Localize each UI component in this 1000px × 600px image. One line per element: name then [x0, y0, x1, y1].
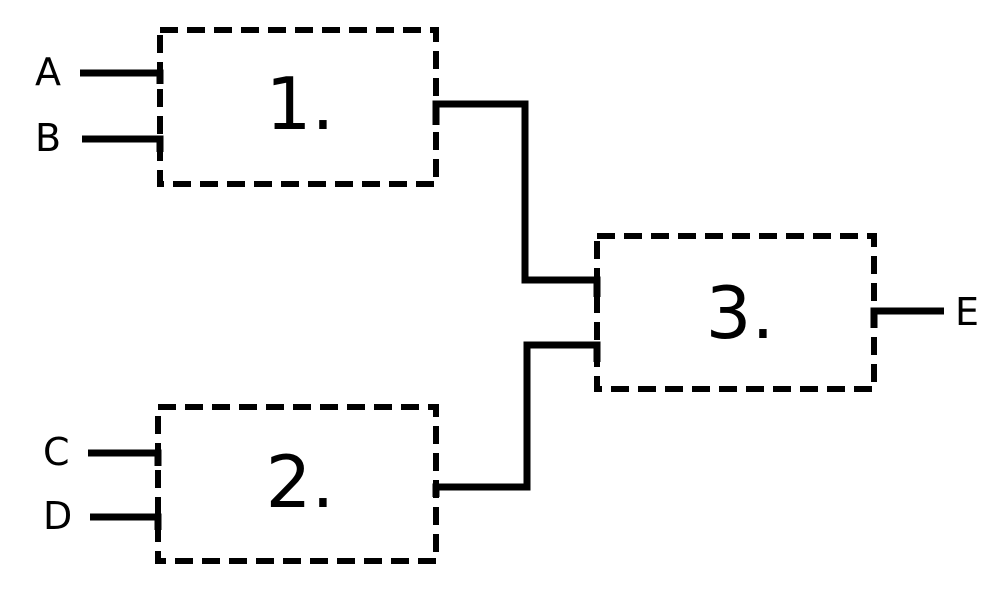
input-d-label: D — [43, 494, 72, 538]
output-e-label: E — [955, 290, 979, 334]
input-b-wire — [82, 135, 164, 152]
block-2: 2. — [155, 404, 439, 564]
input-c-label: C — [43, 430, 70, 474]
input-b-label: B — [35, 116, 61, 160]
block-3-label: 3. — [706, 271, 775, 355]
output-e-wire — [870, 307, 944, 328]
block-3: 3. — [594, 233, 877, 392]
input-a-label: A — [35, 50, 61, 94]
block-2-to-block-3-wire — [432, 341, 601, 497]
input-c-wire — [88, 449, 162, 466]
block-1-label: 1. — [266, 62, 335, 146]
block-1-to-block-3-wire — [432, 100, 601, 297]
block-1: 1. — [157, 27, 439, 187]
input-a-wire — [80, 69, 164, 84]
input-d-wire — [90, 513, 162, 530]
block-2-label: 2. — [266, 440, 335, 524]
